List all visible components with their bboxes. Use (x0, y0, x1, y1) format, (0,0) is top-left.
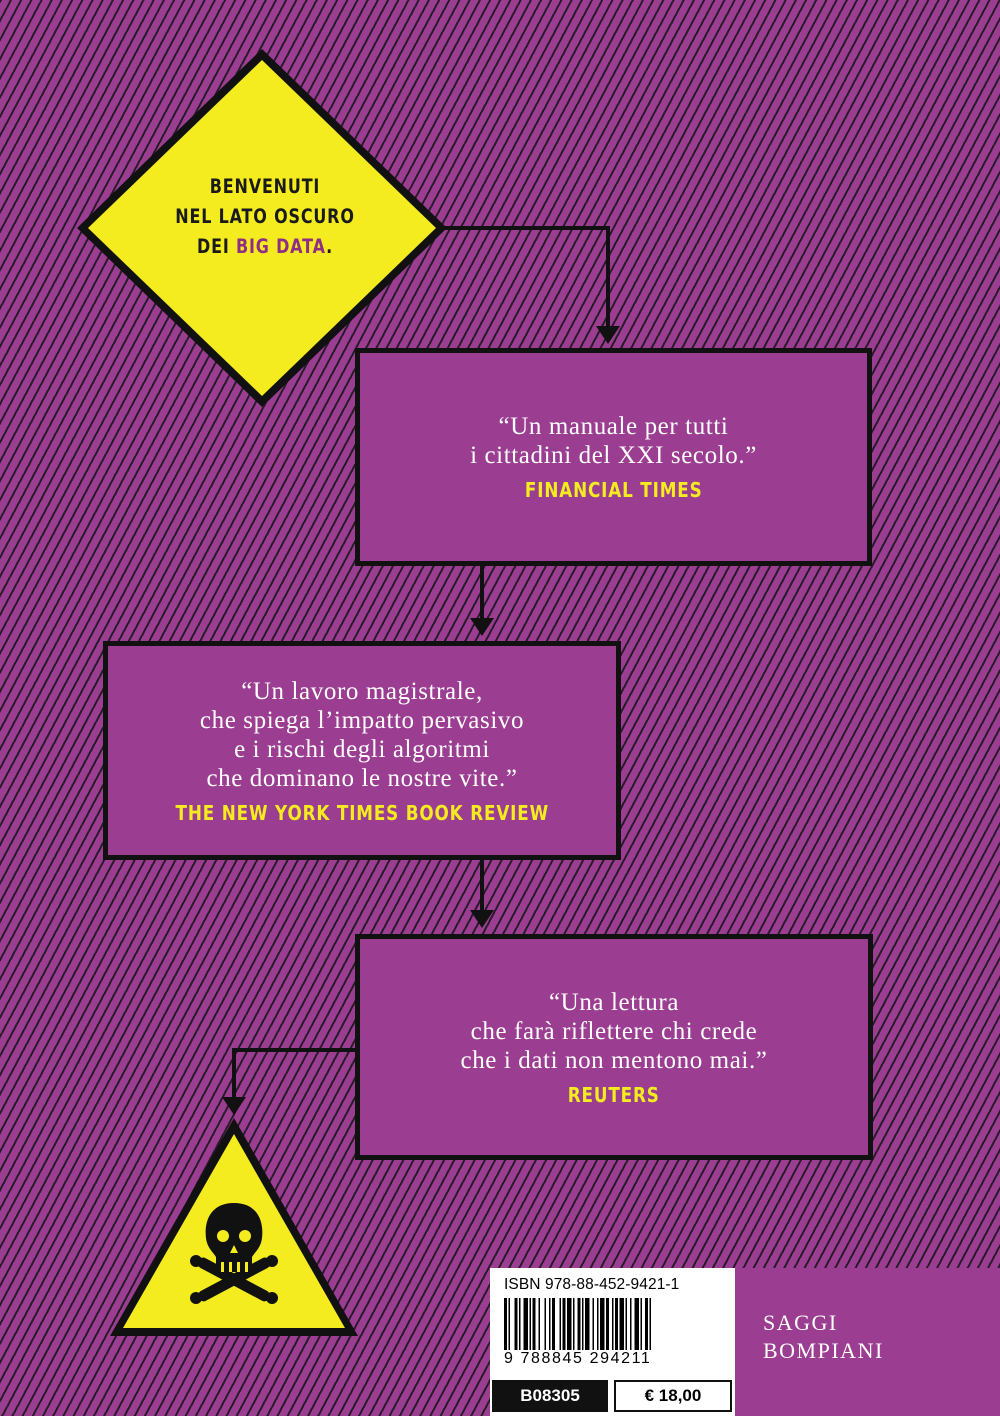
barcode-bars (504, 1298, 651, 1350)
quote-box-nyt-book-review: “Un lavoro magistrale, che spiega l’impa… (103, 641, 621, 860)
quote-box-financial-times: “Un manuale per tutti i cittadini del XX… (355, 348, 872, 566)
barcode-bar (514, 1298, 518, 1350)
isbn-label: ISBN 978-88-452-9421-1 (504, 1276, 680, 1293)
barcode-bar (615, 1298, 618, 1350)
product-code: B08305 (492, 1380, 608, 1412)
barcode-bar (549, 1298, 551, 1350)
headline-line-1: BENVENUTI (209, 175, 321, 198)
barcode-bar (532, 1298, 536, 1350)
barcode-bar (544, 1298, 546, 1350)
headline-line-3: DEI BIG DATA. (171, 232, 360, 262)
barcode-bar (559, 1298, 561, 1350)
skull-crossbones-icon (190, 1203, 278, 1304)
barcode-bar (612, 1298, 614, 1350)
quote-source: THE NEW YORK TIMES BOOK REVIEW (175, 800, 549, 825)
barcode-bar (585, 1298, 590, 1350)
barcode-panel: ISBN 978-88-452-9421-1 9 788845 294211 B… (490, 1268, 1000, 1416)
barcode-bar (600, 1298, 605, 1350)
quote-line: e i rischi degli algoritmi (234, 735, 490, 763)
barcode-bar (538, 1298, 540, 1350)
barcode-bar (649, 1298, 651, 1350)
publisher-line-2: BOMPIANI (763, 1338, 884, 1363)
publisher-line-1: SAGGI (763, 1310, 838, 1335)
headline: BENVENUTI NEL LATO OSCURO DEI BIG DATA. (171, 172, 360, 263)
barcode-bar (619, 1298, 624, 1350)
connector-line-4 (232, 1048, 355, 1100)
barcode-bar (645, 1298, 648, 1350)
barcode-bar (625, 1298, 627, 1350)
barcode-bar (592, 1298, 594, 1350)
barcode-bar (504, 1298, 507, 1350)
warning-diamond-icon (77, 49, 447, 407)
barcode-bar (508, 1298, 510, 1350)
barcode-bar (634, 1298, 639, 1350)
quote-line: che i dati non mentono mai.” (460, 1046, 768, 1074)
ean-digits: 9 788845 294211 (504, 1350, 652, 1367)
arrowhead-4 (222, 1097, 246, 1115)
arrowhead-3 (470, 910, 494, 928)
connector-line-1 (442, 226, 610, 330)
quote-line: che farà riflettere chi crede (470, 1017, 758, 1045)
headline-line-2: NEL LATO OSCURO (175, 205, 355, 229)
quote-line: i cittadini del XXI secolo.” (470, 442, 757, 469)
barcode-bar (552, 1298, 555, 1350)
quote-line: “Un manuale per tutti (498, 413, 729, 440)
barcode-bar (640, 1298, 642, 1350)
headline-prefix: DEI (196, 235, 236, 259)
headline-suffix: . (326, 235, 334, 259)
quote-line: che spiega l’impatto pervasivo (199, 706, 525, 734)
barcode-bar (597, 1298, 599, 1350)
quote-line: “Una lettura (548, 988, 680, 1016)
barcode-bar (523, 1298, 528, 1350)
barcode-box: ISBN 978-88-452-9421-1 9 788845 294211 B… (490, 1268, 735, 1416)
barcode-bar (529, 1298, 531, 1350)
quote-line: “Un lavoro magistrale, (241, 677, 483, 705)
barcode-bar (630, 1298, 632, 1350)
arrowhead-1 (596, 326, 620, 344)
barcode-bar (606, 1298, 609, 1350)
quote-box-reuters: “Una lettura che farà riflettere chi cre… (355, 934, 873, 1160)
barcode-bar (562, 1298, 566, 1350)
price-tag: € 18,00 (614, 1380, 732, 1412)
publisher-series: SAGGI BOMPIANI (735, 1268, 1000, 1416)
headline-highlight: BIG DATA (235, 235, 327, 259)
quote-source: FINANCIAL TIMES (524, 478, 703, 502)
barcode-bar (577, 1298, 581, 1350)
quote-source: REUTERS (568, 1082, 660, 1107)
arrowhead-2 (470, 618, 494, 636)
barcode-bar (519, 1298, 521, 1350)
barcode-bar (567, 1298, 572, 1350)
quote-line: che dominano le nostre vite.” (206, 764, 518, 792)
barcode-bar (582, 1298, 584, 1350)
barcode-bar (573, 1298, 575, 1350)
